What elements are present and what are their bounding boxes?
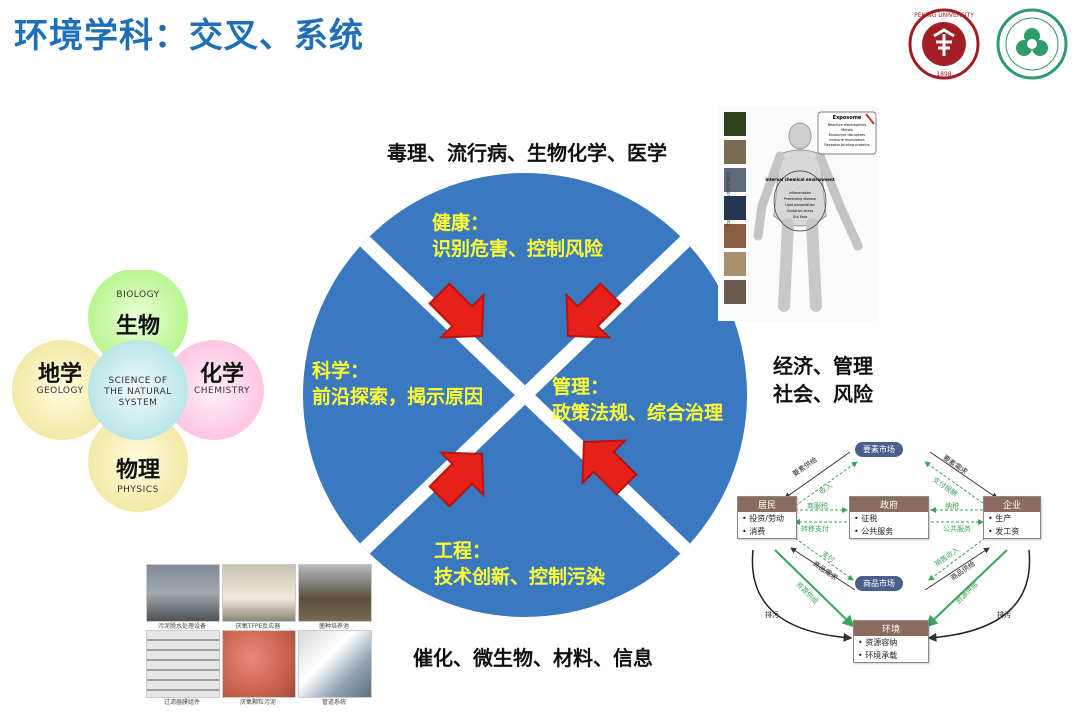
economic-system-diagram: 要素市场 商品市场 居民 • 投资/劳动 • 消费 政府 • 征税 • 公共服务… bbox=[735, 440, 1045, 725]
government-title: 政府 bbox=[850, 497, 928, 512]
page-title: 环境学科：交叉、系统 bbox=[14, 16, 364, 56]
environment-item: • 资源容纳 bbox=[858, 638, 898, 647]
photo-caption: 管道系统 bbox=[321, 699, 346, 706]
arrow-top-left bbox=[428, 282, 485, 339]
residents-node: 居民 • 投资/劳动 • 消费 bbox=[737, 496, 797, 539]
exposome-item: Receptor-binding proteins bbox=[824, 143, 869, 147]
enterprise-item: • 发工资 bbox=[988, 527, 1020, 536]
internal-item: Oxidative stress bbox=[787, 209, 814, 213]
human-body-illustration: External environment Exposome Reactive e… bbox=[726, 111, 877, 312]
photo-caption: 厌氧TFPE反应器 bbox=[235, 623, 281, 630]
photo-caption: 菌种培养池 bbox=[318, 623, 349, 630]
quadrant-health-heading: 健康： bbox=[432, 212, 490, 234]
edge-label: 排污 bbox=[997, 611, 1011, 619]
exposome-figure: External environment Exposome Reactive e… bbox=[718, 106, 878, 321]
natural-system-flower: BIOLOGY 生物 地学 GEOLOGY 化学 CHEMISTRY SCIEN… bbox=[10, 270, 280, 520]
pku-logo: PEKING UNIVERSITY 1898 bbox=[908, 8, 980, 80]
chemistry-cn: 化学 bbox=[199, 362, 244, 387]
biology-cn: 生物 bbox=[115, 314, 160, 339]
photo-membrane-module bbox=[146, 630, 220, 698]
pku-logo-year: 1898 bbox=[936, 71, 951, 78]
edge-label: 商服税 bbox=[807, 502, 828, 510]
college-logo bbox=[996, 8, 1068, 80]
environment-node: 环境 • 资源容纳 • 环境承载 bbox=[853, 620, 929, 663]
exposome-item: Metals bbox=[841, 128, 853, 132]
quadrant-management-heading: 管理： bbox=[552, 376, 610, 398]
petal-biology bbox=[88, 270, 188, 368]
environment-item: • 环境承载 bbox=[858, 651, 898, 660]
exposome-item: Reactive electrophiles bbox=[828, 123, 867, 127]
top-disciplines-label: 毒理、流行病、生物化学、医学 bbox=[387, 141, 667, 165]
arrow-bottom-right bbox=[581, 439, 638, 496]
quadrant-health: 健康： 识别危害、控制风险 bbox=[432, 210, 603, 262]
quadrant-science: 科学： 前沿探索，揭示原因 bbox=[312, 358, 483, 410]
residents-item: • 投资/劳动 bbox=[742, 514, 784, 523]
quadrant-engineering-heading: 工程： bbox=[434, 540, 492, 562]
quadrant-management-body: 政策法规、综合治理 bbox=[552, 402, 724, 424]
biology-en: BIOLOGY bbox=[116, 290, 160, 300]
physics-en: PHYSICS bbox=[117, 485, 159, 495]
government-item: • 征税 bbox=[854, 514, 878, 523]
photo-culture-pool bbox=[298, 564, 372, 622]
geology-en: GEOLOGY bbox=[36, 386, 84, 396]
factor-market-node: 要素市场 bbox=[855, 442, 903, 457]
internal-item: Preexisting disease bbox=[784, 197, 816, 201]
right-disciplines-line2: 社会、风险 bbox=[773, 382, 873, 406]
petal-physics bbox=[88, 412, 188, 512]
internal-item: Inflammation bbox=[789, 191, 811, 195]
chemistry-en: CHEMISTRY bbox=[193, 386, 251, 396]
bottom-disciplines-label: 催化、微生物、材料、信息 bbox=[413, 646, 653, 670]
environment-photo-strip bbox=[724, 112, 746, 312]
photo-pipe-system bbox=[298, 630, 372, 698]
engineering-photo-collage: 污泥脱水处理设备 厌氧TFPE反应器 菌种培养池 过滤器膜组件 厌氧颗粒污泥 管… bbox=[142, 560, 374, 710]
enterprise-node: 企业 • 生产 • 发工资 bbox=[983, 496, 1041, 539]
edge-label: 公共服务 bbox=[943, 525, 971, 533]
photo-caption: 污泥脱水处理设备 bbox=[157, 623, 206, 630]
center-natural-system bbox=[88, 340, 188, 440]
arrow-top-right bbox=[565, 282, 622, 339]
econ-flow-lines bbox=[751, 451, 1031, 642]
residents-title: 居民 bbox=[738, 497, 796, 512]
arrow-bottom-left bbox=[428, 451, 485, 508]
edge-label: 排污 bbox=[765, 611, 779, 619]
quadrant-engineering-body: 技术创新、控制污染 bbox=[434, 566, 606, 588]
center-label: SCIENCE OF THE NATURAL SYSTEM bbox=[104, 376, 172, 408]
petal-geology bbox=[12, 340, 112, 440]
quadrant-management: 管理： 政策法规、综合治理 bbox=[552, 374, 723, 426]
photo-caption: 厌氧颗粒污泥 bbox=[239, 699, 276, 706]
photo-anaerobic-reactor bbox=[222, 564, 296, 622]
exposome-title: Exposome bbox=[833, 115, 862, 121]
external-environment-label: External environment bbox=[726, 172, 732, 226]
quadrant-science-heading: 科学： bbox=[312, 360, 370, 382]
photo-granular-sludge bbox=[222, 630, 296, 698]
enterprise-title: 企业 bbox=[984, 497, 1040, 512]
petal-chemistry bbox=[164, 340, 264, 440]
residents-item: • 消费 bbox=[742, 527, 766, 536]
edge-label: 转移支付 bbox=[801, 525, 829, 533]
right-disciplines-line1: 经济、管理 bbox=[773, 354, 873, 378]
exposome-item: Immune modulators bbox=[829, 138, 865, 142]
geology-cn: 地学 bbox=[37, 362, 82, 387]
quadrant-science-body: 前沿探索，揭示原因 bbox=[312, 386, 484, 408]
enterprise-item: • 生产 bbox=[988, 514, 1012, 523]
quadrant-engineering: 工程： 技术创新、控制污染 bbox=[434, 538, 605, 590]
quadrant-circle-diagram bbox=[303, 173, 747, 617]
environment-title: 环境 bbox=[854, 621, 928, 636]
internal-item: Lipid peroxidation bbox=[785, 203, 815, 207]
physics-cn: 物理 bbox=[115, 458, 160, 483]
government-node: 政府 • 征税 • 公共服务 bbox=[849, 496, 929, 539]
exposome-item: Endocrine disruptors bbox=[829, 133, 865, 137]
quadrant-health-body: 识别危害、控制风险 bbox=[432, 238, 604, 260]
pku-logo-text: PEKING UNIVERSITY bbox=[914, 12, 974, 19]
goods-market-node: 商品市场 bbox=[855, 576, 903, 591]
government-item: • 公共服务 bbox=[854, 527, 894, 536]
internal-item: Gut flora bbox=[793, 215, 807, 219]
photo-dewatering-equipment bbox=[146, 564, 220, 622]
edge-label: 纳税 bbox=[945, 502, 959, 510]
photo-caption: 过滤器膜组件 bbox=[163, 699, 200, 706]
internal-environment-title: Internal chemical environment bbox=[765, 177, 834, 182]
